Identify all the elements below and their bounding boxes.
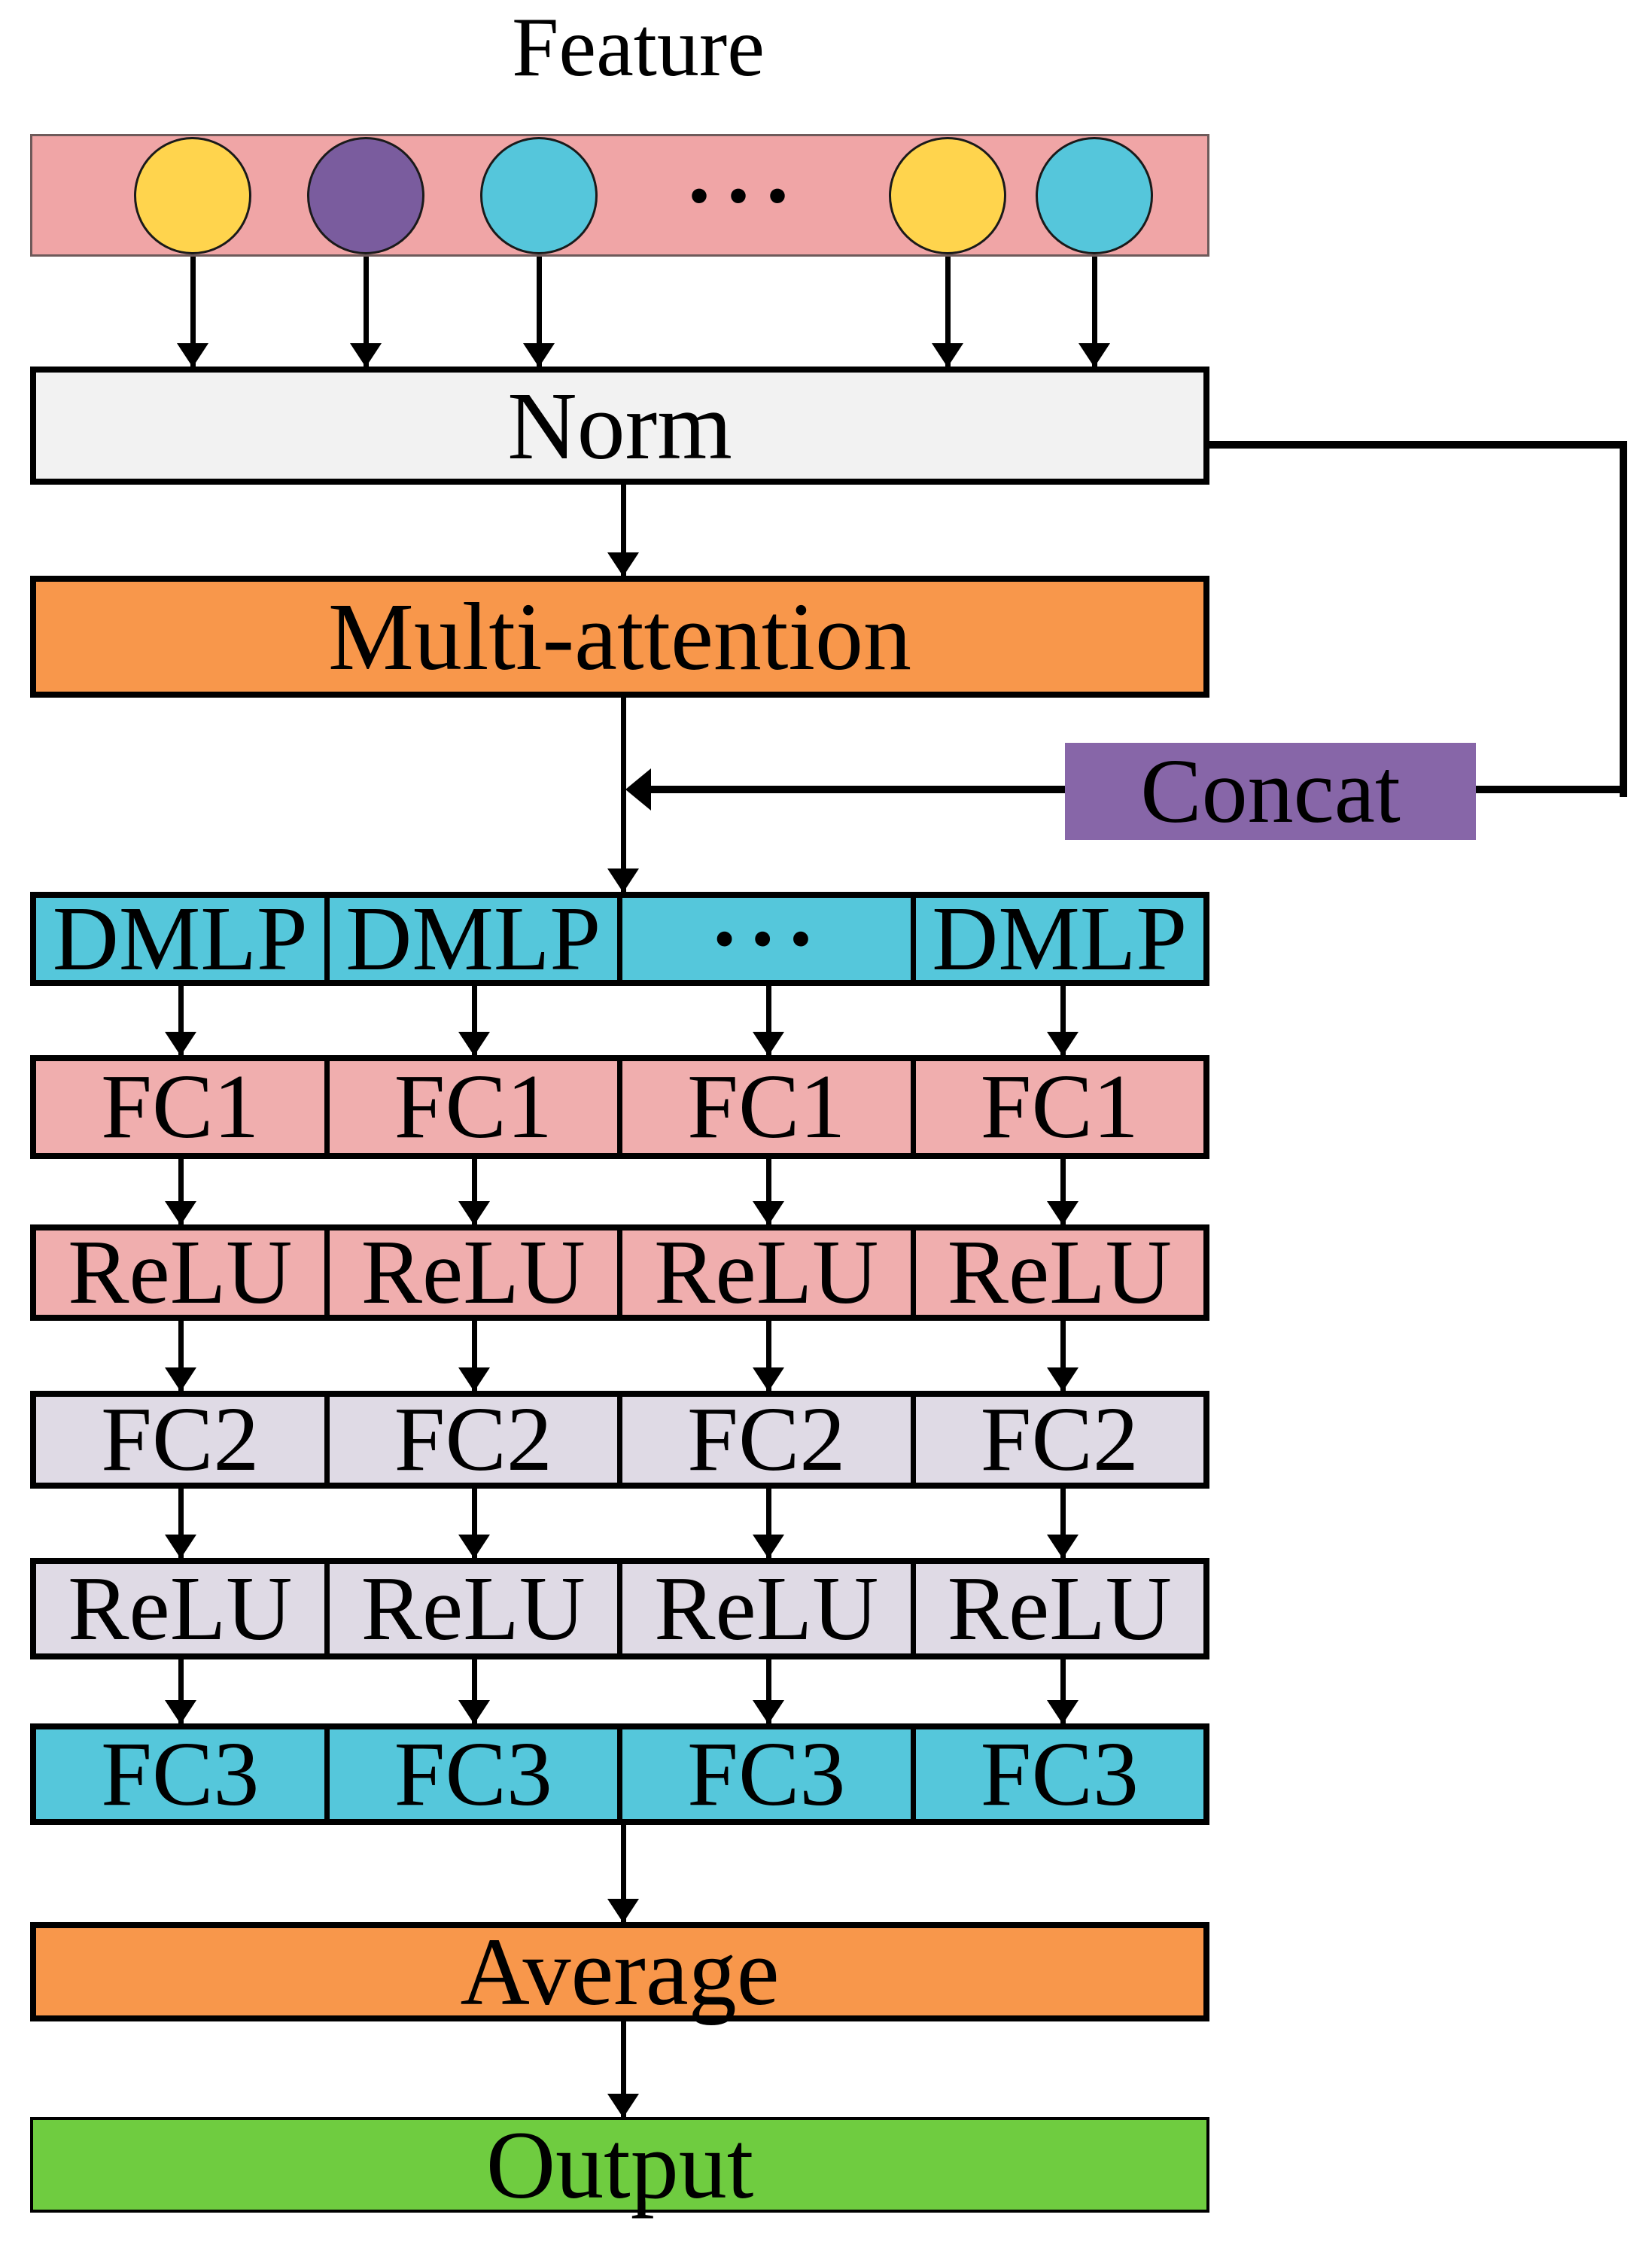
arrow-down-icon (1047, 1659, 1079, 1724)
arrow-down-icon (753, 1659, 784, 1724)
feature-circle-yellow-1 (134, 137, 251, 254)
arrow-down-icon (753, 1321, 784, 1392)
row-fc2: FC2 FC2 FC2 FC2 (30, 1391, 1209, 1489)
arrow-down-icon (165, 1659, 196, 1724)
output-label: Output (485, 2111, 754, 2219)
multi-attention-box: Multi-attention (30, 576, 1209, 698)
arrow-down-icon (350, 257, 382, 367)
relu-cell: ReLU (68, 1557, 293, 1659)
diagram-title: Feature (512, 1, 765, 94)
arrow-down-icon (607, 485, 639, 576)
relu-cell: ReLU (910, 1562, 1204, 1654)
arrow-down-icon (607, 1825, 639, 1923)
concat-box: Concat (1065, 743, 1476, 840)
arrow-down-icon (753, 986, 784, 1056)
arrow-down-icon (523, 257, 555, 367)
row-fc3: FC3 FC3 FC3 FC3 (30, 1723, 1209, 1825)
skip-connector-top (1209, 441, 1627, 449)
fc3-cell: FC3 (910, 1728, 1204, 1820)
row-relu2: ReLU ReLU ReLU ReLU (30, 1558, 1209, 1659)
fc2-cell: FC2 (101, 1389, 260, 1490)
arrow-down-icon (165, 1321, 196, 1392)
arrow-down-icon (165, 1489, 196, 1559)
relu-cell: ReLU (617, 1227, 911, 1319)
arrow-down-icon (458, 1489, 490, 1559)
fc2-cell: FC2 (617, 1394, 911, 1486)
relu-cell: ReLU (324, 1562, 618, 1654)
dmlp-ellipsis-cell: ··· (617, 893, 911, 984)
dmlp-cell: DMLP (910, 893, 1204, 984)
arrow-left-icon (625, 768, 651, 811)
arrow-down-icon (932, 257, 963, 367)
arrow-down-icon (607, 698, 639, 893)
arrow-down-icon (165, 1159, 196, 1225)
arrow-down-icon (458, 1321, 490, 1392)
feature-circle-cyan-1 (480, 137, 598, 254)
arrow-down-icon (607, 2021, 639, 2118)
row-fc1: FC1 FC1 FC1 FC1 (30, 1055, 1209, 1159)
arrow-down-icon (458, 986, 490, 1056)
relu-cell: ReLU (617, 1562, 911, 1654)
ellipsis-dots: ··· (683, 144, 802, 245)
fc1-cell: FC1 (617, 1061, 911, 1153)
dmlp-cell: DMLP (324, 893, 618, 984)
arrow-down-icon (1079, 257, 1110, 367)
fc3-cell: FC3 (324, 1728, 618, 1820)
norm-box: Norm (30, 367, 1209, 485)
relu-cell: ReLU (324, 1227, 618, 1319)
arrow-down-icon (1047, 1159, 1079, 1225)
average-label: Average (460, 1918, 780, 2025)
skip-connector-right (1620, 441, 1627, 797)
fc1-cell: FC1 (101, 1056, 260, 1157)
fc2-cell: FC2 (910, 1394, 1204, 1486)
norm-label: Norm (507, 372, 732, 479)
concat-label: Concat (1140, 740, 1401, 842)
output-box: Output (30, 2117, 1209, 2213)
arrow-down-icon (177, 257, 208, 367)
arrow-down-icon (458, 1159, 490, 1225)
relu-cell: ReLU (68, 1221, 293, 1323)
row-dmlp: DMLP DMLP ··· DMLP (30, 892, 1209, 986)
fc3-cell: FC3 (617, 1728, 911, 1820)
feature-circle-cyan-2 (1036, 137, 1153, 254)
arrow-down-icon (753, 1159, 784, 1225)
arrow-down-icon (1047, 1321, 1079, 1392)
arrow-down-icon (753, 1489, 784, 1559)
dmlp-cell: DMLP (52, 887, 308, 990)
arrow-down-icon (1047, 1489, 1079, 1559)
feature-circle-yellow-2 (889, 137, 1006, 254)
arrow-down-icon (1047, 986, 1079, 1056)
arrow-down-icon (165, 986, 196, 1056)
relu-cell: ReLU (910, 1227, 1204, 1319)
fc1-cell: FC1 (324, 1061, 618, 1153)
fc2-cell: FC2 (324, 1394, 618, 1486)
feature-circle-purple (307, 137, 424, 254)
fc1-cell: FC1 (910, 1061, 1204, 1153)
fc3-cell: FC3 (101, 1723, 260, 1825)
multi-attention-label: Multi-attention (328, 583, 911, 690)
arrow-down-icon (458, 1659, 490, 1724)
average-box: Average (30, 1922, 1209, 2021)
row-relu1: ReLU ReLU ReLU ReLU (30, 1224, 1209, 1321)
